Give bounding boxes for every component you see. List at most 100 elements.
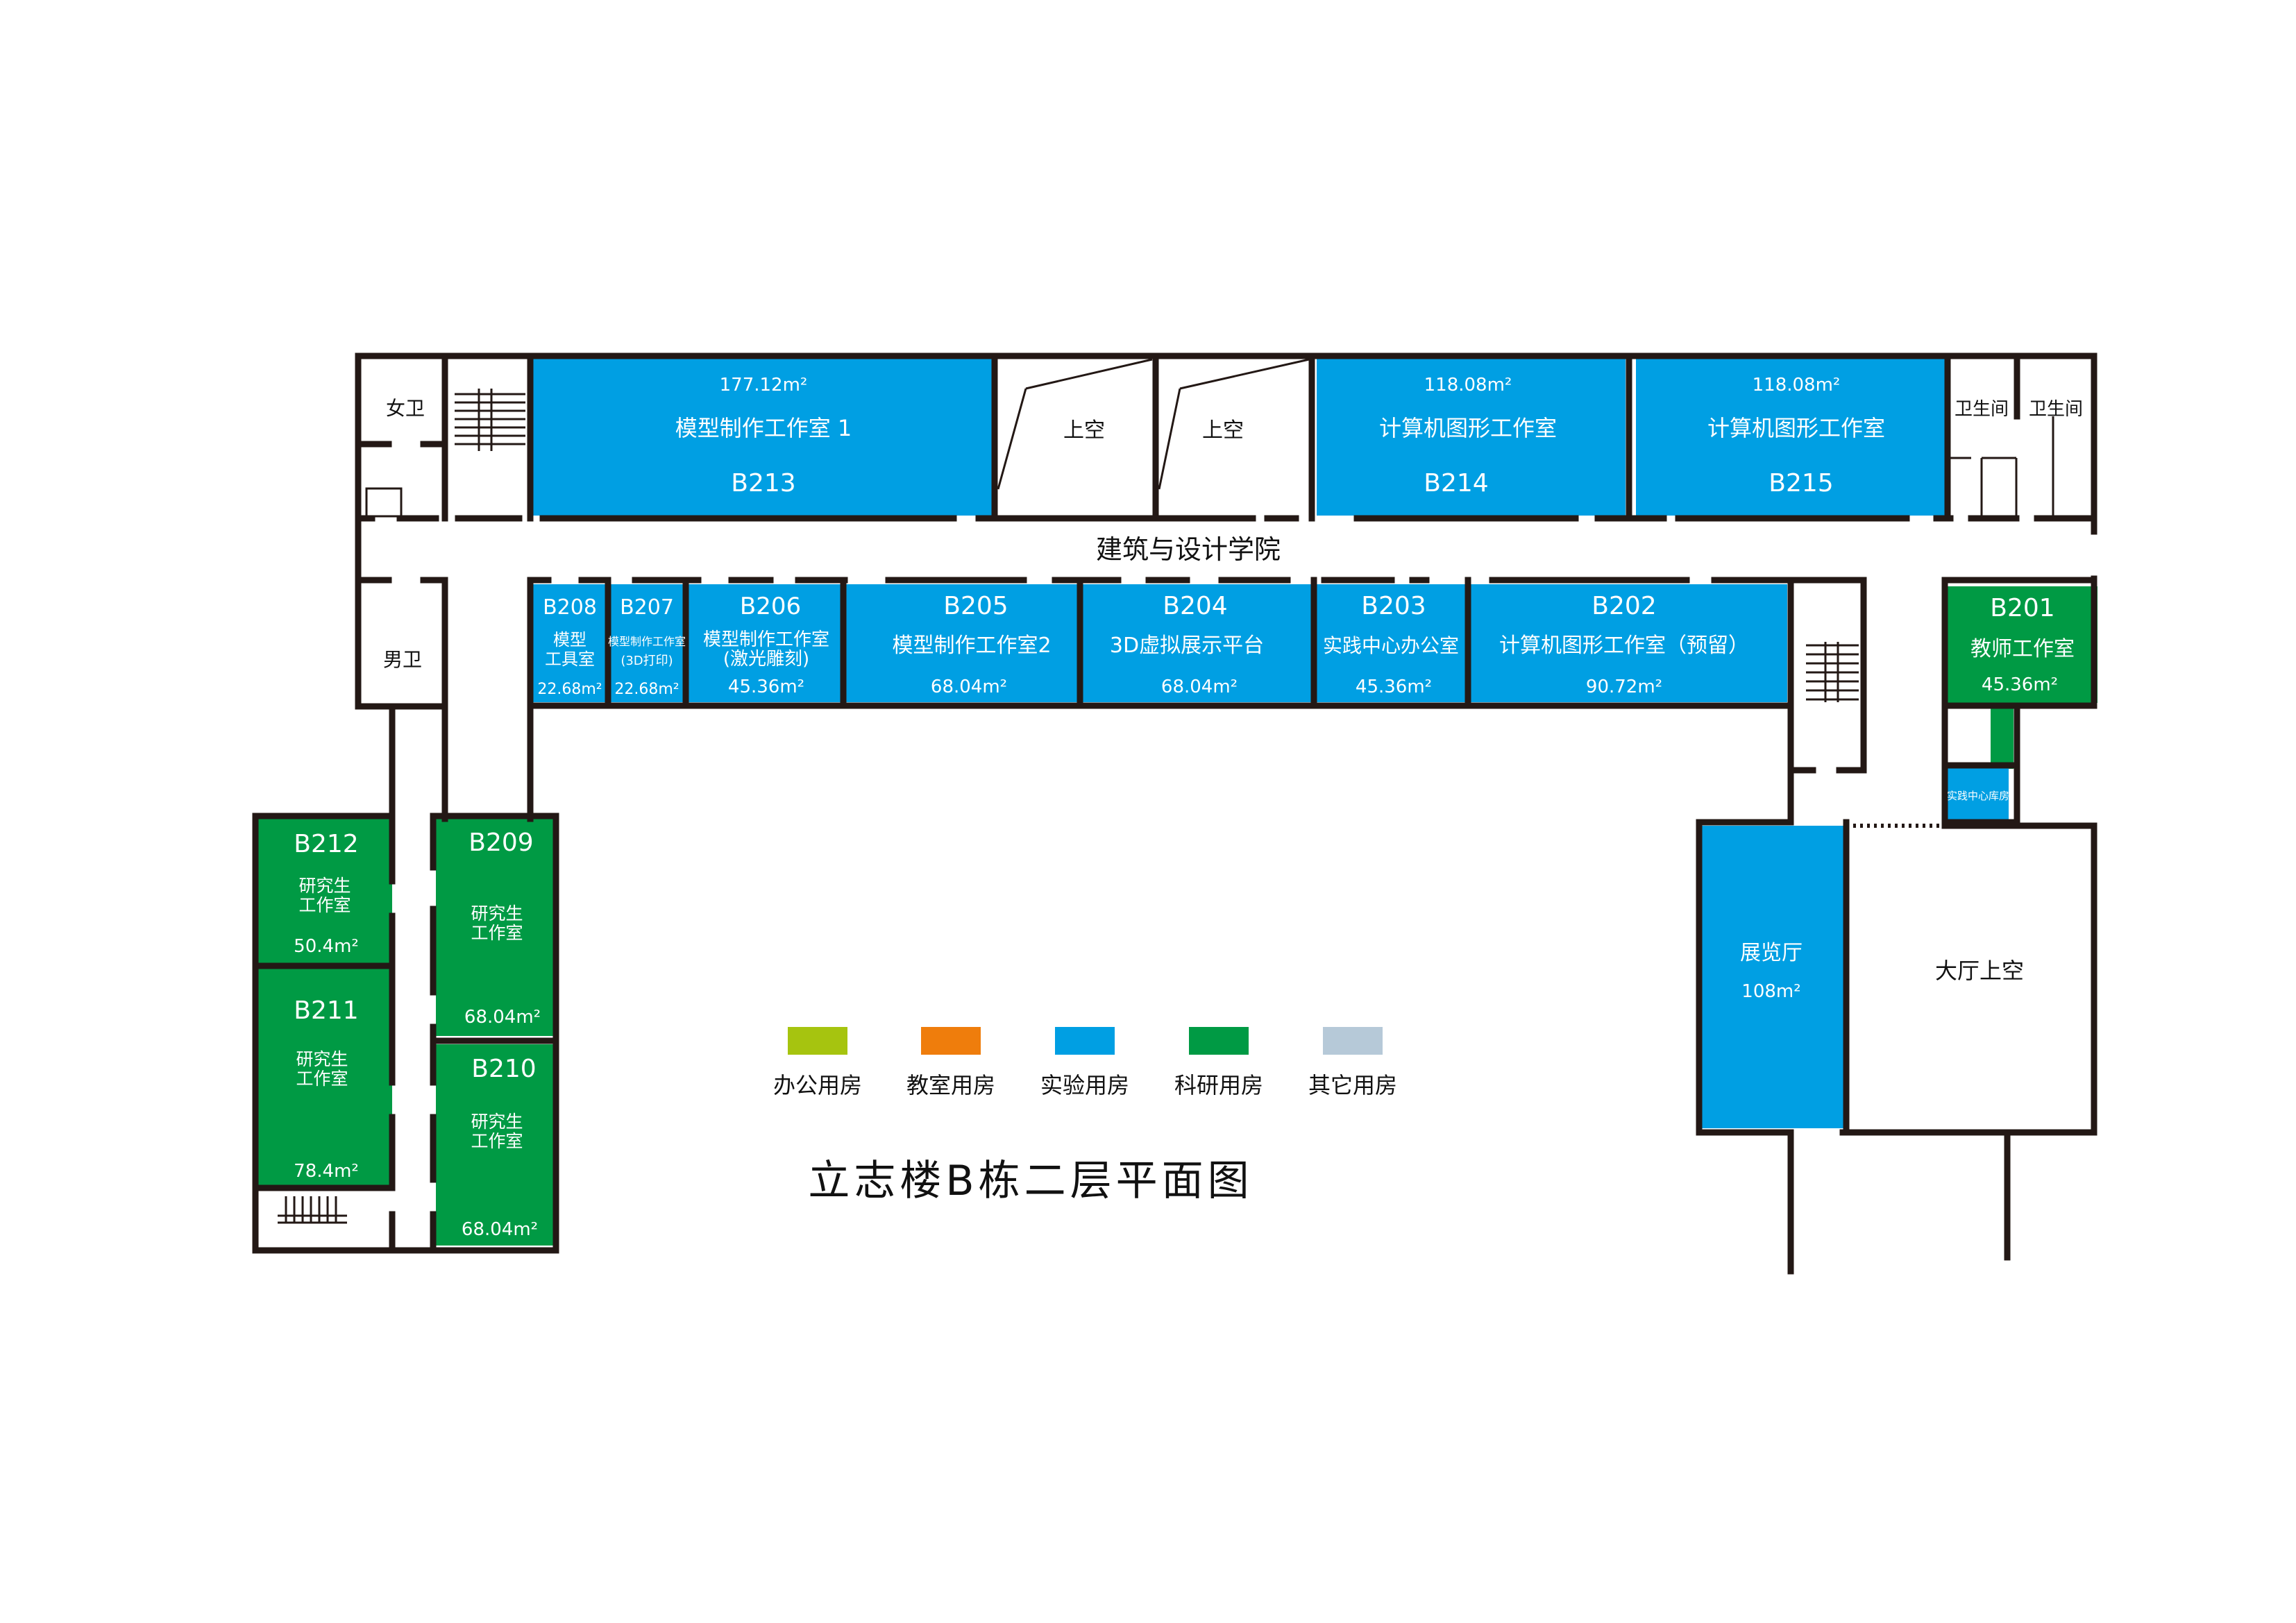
plan-title: 立志楼B栋二层平面图: [808, 1157, 1253, 1205]
b210-area: 68.04m²: [462, 1219, 538, 1240]
womens-wc-label: 女卫: [386, 397, 425, 420]
room-b214[interactable]: [1317, 359, 1626, 516]
legend-label-lab: 实验用房: [1040, 1072, 1129, 1098]
exhibition-name: 展览厅: [1740, 941, 1803, 965]
b215-name: 计算机图形工作室: [1707, 415, 1885, 441]
legend-label-other: 其它用房: [1308, 1072, 1397, 1098]
void-1-label: 上空: [1063, 418, 1105, 443]
mens-wc-label: 男卫: [383, 648, 422, 671]
b202-name: 计算机图形工作室（预留）: [1499, 634, 1749, 658]
b203-area: 45.36m²: [1356, 677, 1432, 697]
room-b208[interactable]: [533, 584, 607, 702]
b212-area: 50.4m²: [294, 936, 359, 957]
room-b215[interactable]: [1636, 359, 1945, 516]
wc-2-label: 卫生间: [2029, 399, 2083, 420]
b212-name-1: 研究生: [298, 876, 351, 896]
b202-area: 90.72m²: [1586, 677, 1662, 697]
legend-label-office: 办公用房: [773, 1072, 862, 1098]
b211-name-2: 工作室: [296, 1069, 348, 1089]
legend-swatch-other: [1323, 1027, 1383, 1055]
room-fills: [258, 359, 2097, 1246]
room-b209[interactable]: [436, 819, 553, 1036]
stair-east: [1806, 642, 1859, 702]
stair-northwest: [455, 389, 525, 451]
b207-code: B207: [620, 595, 674, 620]
b208-area: 22.68m²: [537, 681, 602, 698]
room-b213[interactable]: [533, 359, 992, 516]
b214-area: 118.08m²: [1424, 375, 1512, 396]
b206-code: B206: [740, 593, 801, 620]
b212-code: B212: [294, 830, 358, 858]
void-2-label: 上空: [1202, 418, 1244, 443]
b213-code: B213: [731, 469, 795, 498]
room-b211[interactable]: [258, 969, 392, 1186]
room-b203[interactable]: [1315, 584, 1467, 702]
b214-code: B214: [1424, 469, 1488, 498]
b207-area: 22.68m²: [614, 681, 679, 698]
b208-code: B208: [543, 595, 597, 620]
b206-area: 45.36m²: [728, 677, 804, 697]
b215-code: B215: [1769, 469, 1833, 498]
b212-name-2: 工作室: [298, 895, 351, 915]
wc-1-label: 卫生间: [1955, 399, 2009, 420]
b205-code: B205: [943, 592, 1008, 620]
b208-name-2: 工具室: [545, 649, 595, 669]
b211-code: B211: [294, 996, 358, 1025]
b204-area: 68.04m²: [1161, 677, 1238, 697]
b206-name-2: (激光雕刻): [723, 649, 809, 670]
legend-swatch-lab: [1055, 1027, 1115, 1055]
room-exhibition[interactable]: [1702, 826, 1844, 1128]
b211-name-1: 研究生: [296, 1049, 348, 1069]
room-b207[interactable]: [609, 584, 684, 702]
room-b204[interactable]: [1081, 584, 1312, 702]
legend-swatch-office: [788, 1027, 847, 1055]
b202-code: B202: [1592, 592, 1656, 620]
labels: 177.12m² 模型制作工作室 1 B213 上空 上空 118.08m² 计…: [294, 375, 2083, 1240]
b209-code: B209: [469, 829, 533, 857]
b201-area: 45.36m²: [1982, 674, 2058, 695]
room-b212[interactable]: [258, 819, 392, 963]
b201-code: B201: [1990, 594, 2054, 622]
details: [365, 358, 2054, 828]
legend-label-classroom: 教室用房: [906, 1072, 995, 1098]
stair-southwest: [278, 1196, 347, 1224]
b205-name: 模型制作工作室2: [892, 634, 1051, 658]
legend-swatch-classroom: [921, 1027, 981, 1055]
b205-area: 68.04m²: [931, 677, 1007, 697]
b215-area: 118.08m²: [1753, 375, 1841, 396]
b203-name: 实践中心办公室: [1323, 634, 1459, 657]
room-b205[interactable]: [845, 584, 1079, 702]
room-practice-storage[interactable]: [1948, 768, 2009, 821]
b207-name-2: (3D打印): [621, 654, 673, 668]
b213-area: 177.12m²: [720, 375, 808, 396]
b211-area: 78.4m²: [294, 1161, 359, 1182]
legend: 办公用房 教室用房 实验用房 科研用房 其它用房: [773, 1027, 1397, 1098]
practice-storage-label: 实践中心库房: [1947, 790, 2009, 802]
b203-code: B203: [1361, 592, 1426, 620]
b214-name: 计算机图形工作室: [1379, 415, 1557, 441]
b206-name-1: 模型制作工作室: [703, 629, 829, 650]
b210-code: B210: [471, 1055, 536, 1083]
b213-name: 模型制作工作室 1: [675, 415, 852, 441]
stairs: [278, 389, 1859, 1224]
lobby-void-label: 大厅上空: [1935, 958, 2024, 984]
room-b206[interactable]: [687, 584, 842, 702]
b210-name-1: 研究生: [471, 1112, 523, 1132]
b201-name: 教师工作室: [1970, 637, 2075, 661]
b204-name: 3D虚拟展示平台: [1110, 634, 1264, 658]
room-b201[interactable]: [1948, 586, 2097, 703]
room-b202[interactable]: [1469, 584, 1787, 702]
b209-area: 68.04m²: [464, 1007, 541, 1028]
b209-name-2: 工作室: [471, 923, 523, 943]
legend-label-research: 科研用房: [1174, 1072, 1263, 1098]
b207-name-1: 模型制作工作室: [608, 635, 686, 648]
legend-swatch-research: [1189, 1027, 1249, 1055]
room-b201-hall: [1991, 701, 2014, 769]
b209-name-1: 研究生: [471, 903, 523, 924]
exhibition-area: 108m²: [1741, 981, 1800, 1002]
corridor-label: 建筑与设计学院: [1096, 534, 1281, 565]
b208-name-1: 模型: [553, 630, 586, 649]
room-b210[interactable]: [436, 1044, 553, 1246]
walls: [252, 352, 2097, 1275]
